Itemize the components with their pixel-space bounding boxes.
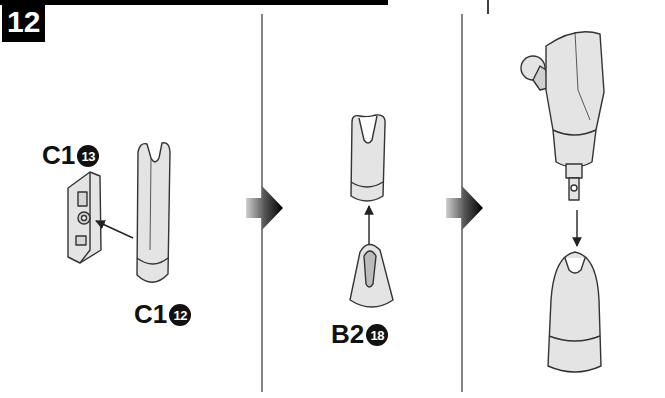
insert-arrow: [576, 210, 577, 246]
step-arrow: [246, 186, 283, 230]
callout-number: 12: [169, 304, 191, 326]
step-arrow: [446, 186, 483, 230]
callout-number: 13: [77, 145, 99, 167]
part-tube: [351, 115, 385, 201]
arm-assembly: [521, 32, 604, 200]
step-number-text: 12: [7, 7, 40, 37]
part-code: C1: [134, 301, 167, 327]
step-number: 12: [2, 2, 45, 42]
header-tick: [487, 0, 489, 14]
part-lower-leg: [548, 252, 601, 372]
callout-number: 18: [366, 324, 388, 346]
part-tube: [137, 143, 170, 283]
part-code: C1: [42, 142, 75, 168]
part-code: B2: [331, 321, 364, 347]
insert-arrow: [96, 221, 133, 238]
part-cone: [350, 244, 393, 307]
header-bar: [0, 0, 388, 5]
part-plate: [68, 172, 101, 263]
